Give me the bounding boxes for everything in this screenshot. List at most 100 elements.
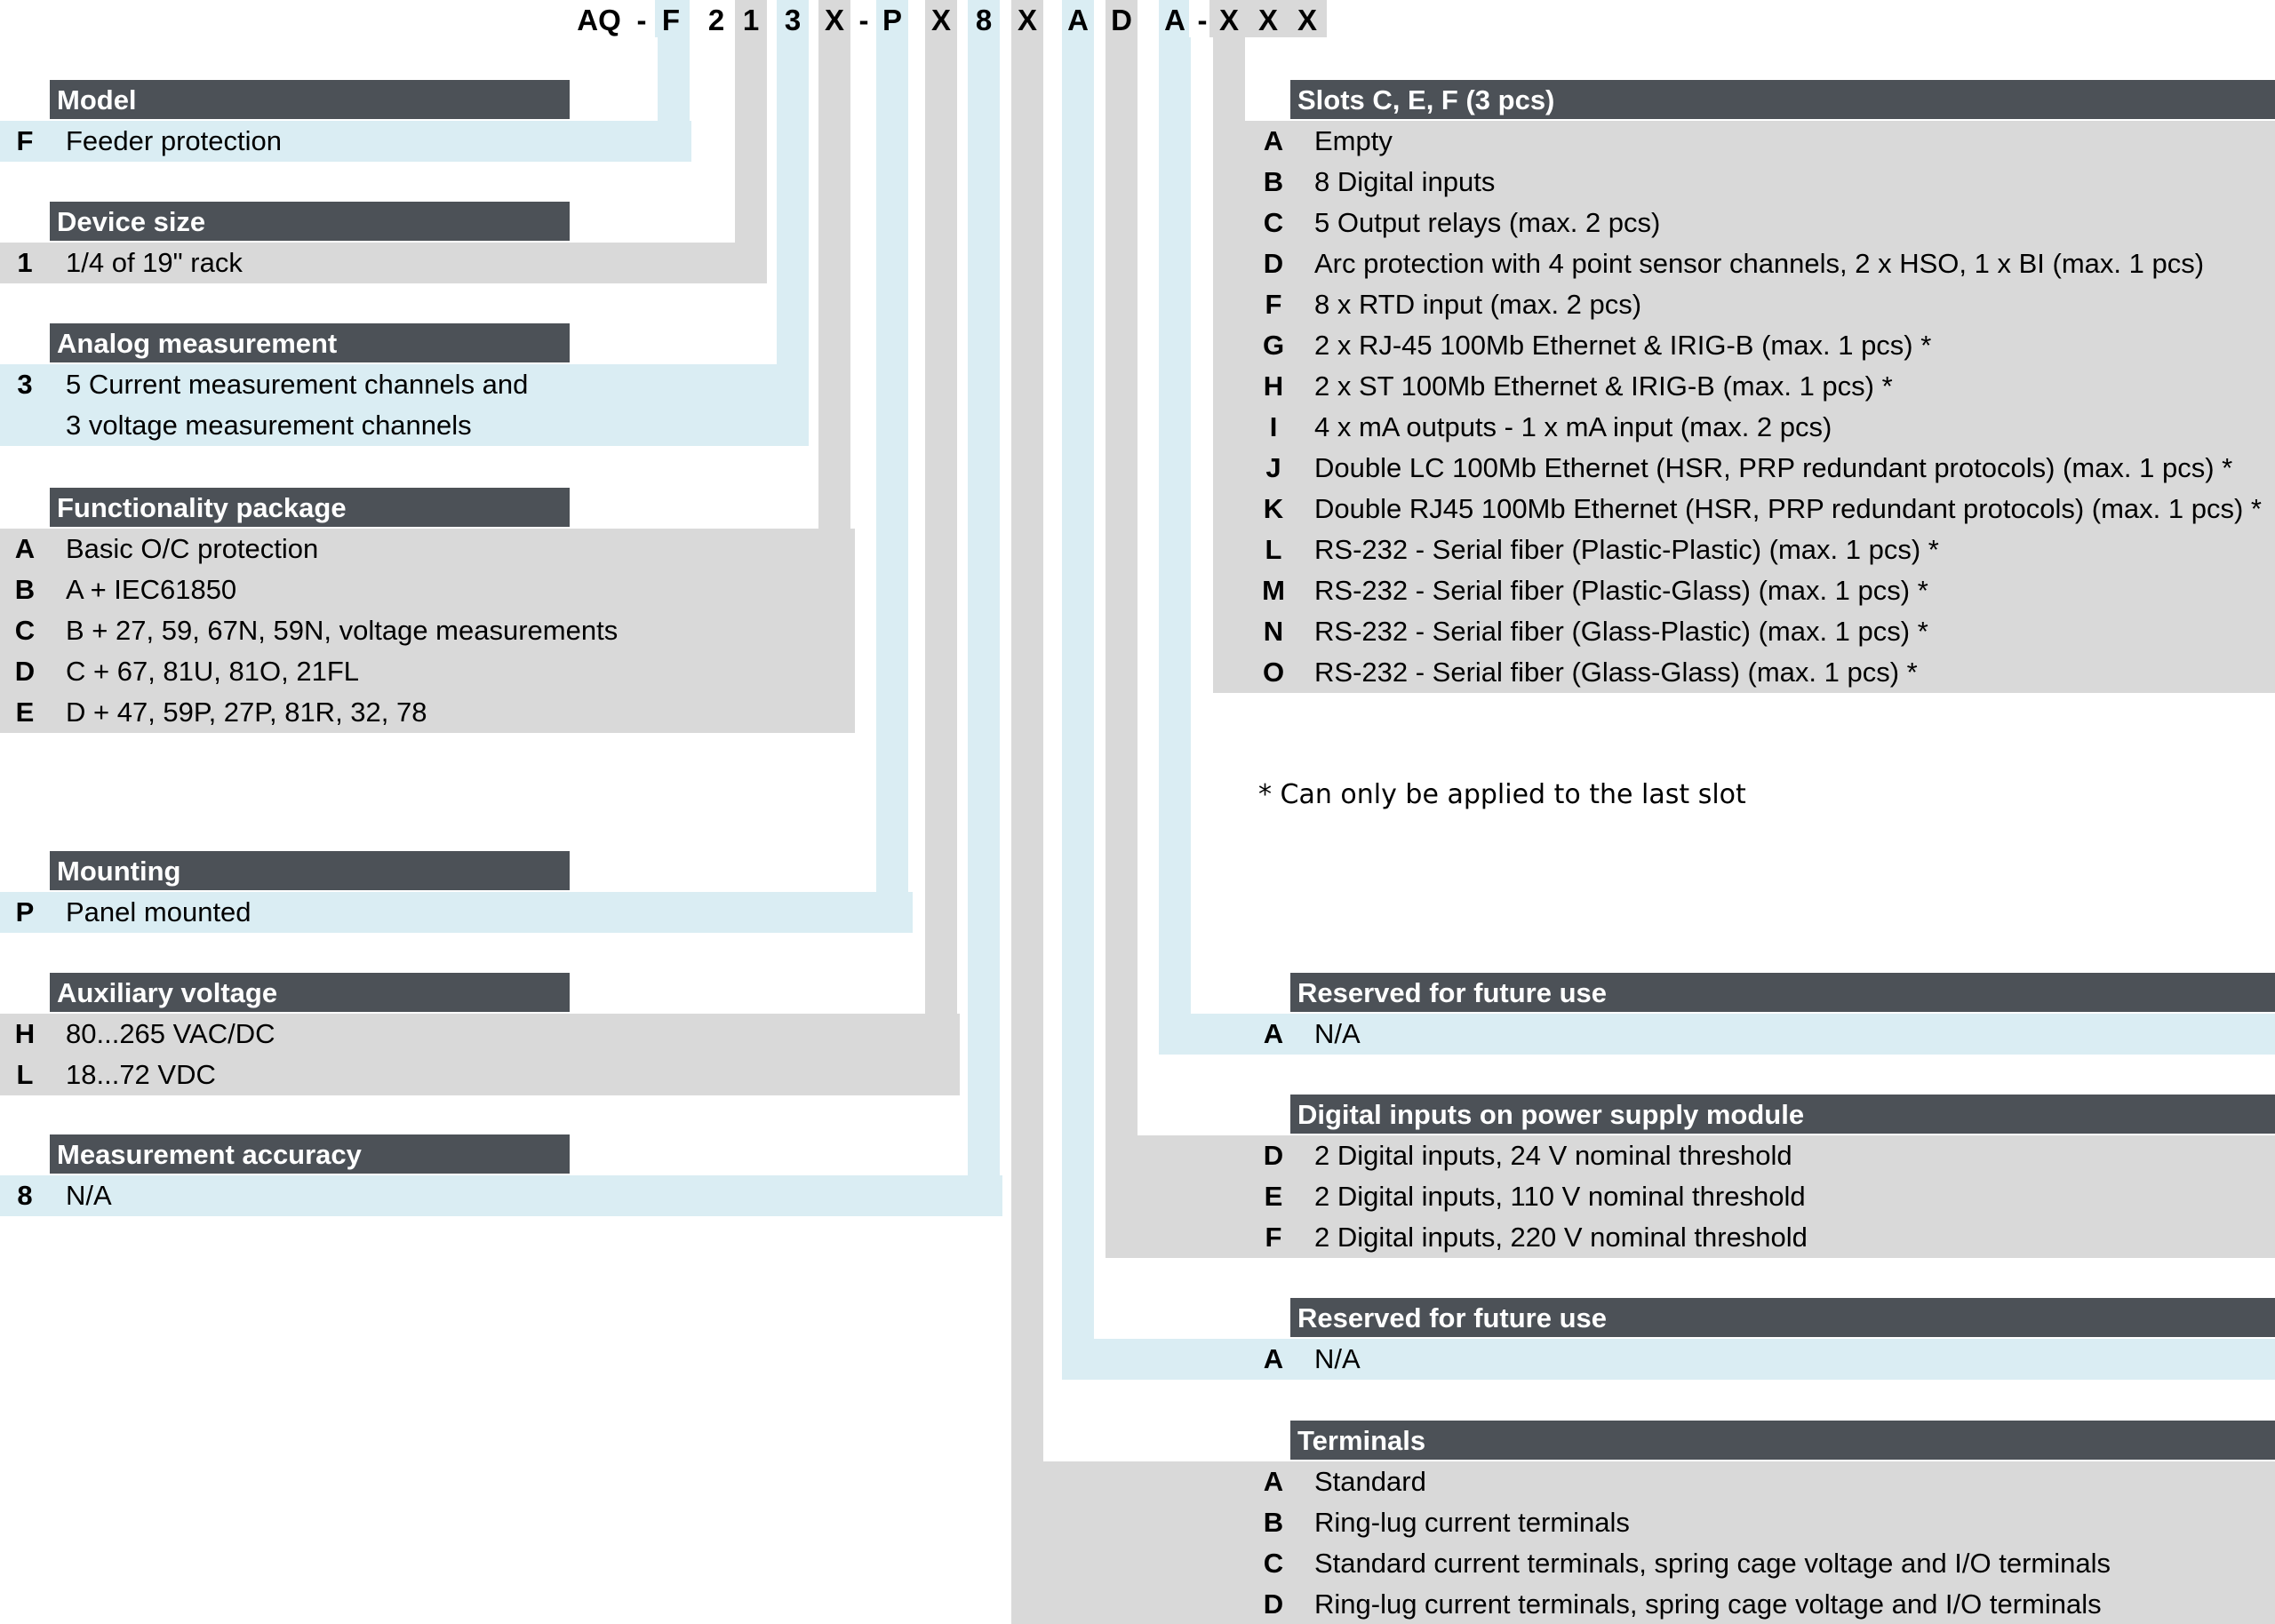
code-char: 1 bbox=[735, 0, 767, 37]
option-text: 18...72 VDC bbox=[66, 1059, 216, 1090]
option-text: 3 voltage measurement channels bbox=[66, 410, 472, 441]
section-header-reserved-1: Reserved for future use bbox=[1290, 973, 2275, 1012]
connector-mounting bbox=[876, 0, 908, 933]
option-code: D bbox=[14, 656, 36, 687]
code-char: D bbox=[1106, 0, 1138, 37]
option-code: N bbox=[1263, 616, 1284, 647]
code-char: 3 bbox=[777, 0, 809, 37]
section-header-analog-measurement: Analog measurement bbox=[50, 323, 570, 362]
code-char: X bbox=[925, 0, 957, 37]
option-code: C bbox=[1263, 1548, 1284, 1579]
rows-band-analog-measurement bbox=[0, 364, 809, 446]
code-char: 8 bbox=[968, 0, 1000, 37]
rows-band-terminals bbox=[1011, 1461, 2275, 1624]
option-code: A bbox=[1263, 1343, 1284, 1374]
rows-band-measurement-accuracy bbox=[0, 1175, 1002, 1216]
option-text: 5 Output relays (max. 2 pcs) bbox=[1314, 207, 1661, 238]
code-char: A bbox=[1159, 0, 1191, 37]
option-code: H bbox=[1263, 370, 1284, 402]
connector-device-size bbox=[735, 0, 767, 283]
option-code: E bbox=[1264, 1181, 1283, 1212]
option-text: 1/4 of 19" rack bbox=[66, 247, 243, 278]
option-code: B bbox=[1263, 1507, 1284, 1538]
connector-terminals bbox=[1011, 0, 1043, 1624]
option-code: O bbox=[1262, 657, 1285, 688]
option-code: G bbox=[1262, 330, 1285, 361]
option-code: C bbox=[14, 615, 36, 646]
rows-band-reserved-1 bbox=[1159, 1014, 2275, 1055]
section-header-functionality-package: Functionality package bbox=[50, 488, 570, 527]
rows-band-mounting bbox=[0, 892, 913, 933]
option-code: I bbox=[1269, 411, 1278, 442]
code-char: 2 bbox=[700, 0, 732, 37]
code-char: P bbox=[876, 0, 908, 37]
option-code: D bbox=[1263, 248, 1284, 279]
rows-band-auxiliary-voltage bbox=[0, 1014, 960, 1095]
connector-reserved-2 bbox=[1062, 0, 1094, 1380]
option-text: Double LC 100Mb Ethernet (HSR, PRP redun… bbox=[1314, 452, 2233, 483]
option-code: L bbox=[1265, 534, 1282, 565]
section-header-auxiliary-voltage: Auxiliary voltage bbox=[50, 973, 570, 1012]
option-code: H bbox=[14, 1018, 36, 1049]
connector-digital-inputs-psu bbox=[1106, 0, 1138, 1258]
option-code: 8 bbox=[17, 1180, 33, 1211]
option-code: A bbox=[14, 533, 36, 564]
option-text: Double RJ45 100Mb Ethernet (HSR, PRP red… bbox=[1314, 493, 2262, 524]
code-char: A bbox=[1062, 0, 1094, 37]
option-code: J bbox=[1265, 452, 1281, 483]
option-code: F bbox=[1265, 1222, 1282, 1253]
option-text: RS-232 - Serial fiber (Plastic-Glass) (m… bbox=[1314, 575, 1928, 606]
option-code: K bbox=[1263, 493, 1284, 524]
option-code: D bbox=[1263, 1588, 1284, 1620]
option-text: Ring-lug current terminals bbox=[1314, 1507, 1630, 1538]
option-code: A bbox=[1263, 1466, 1284, 1497]
option-text: RS-232 - Serial fiber (Glass-Glass) (max… bbox=[1314, 657, 1918, 688]
option-code: 1 bbox=[17, 247, 33, 278]
rows-band-functionality-package bbox=[0, 529, 855, 733]
connector-measurement-accuracy bbox=[968, 0, 1000, 1216]
option-code: F bbox=[16, 125, 34, 156]
option-code: P bbox=[15, 896, 35, 927]
code-char: X bbox=[818, 0, 850, 37]
option-text: Arc protection with 4 point sensor chann… bbox=[1314, 248, 2205, 279]
option-text: 8 x RTD input (max. 2 pcs) bbox=[1314, 289, 1642, 320]
option-text: Empty bbox=[1314, 125, 1393, 156]
code-char: AQ bbox=[568, 0, 630, 37]
section-header-reserved-2: Reserved for future use bbox=[1290, 1298, 2275, 1337]
option-text: 2 x ST 100Mb Ethernet & IRIG-B (max. 1 p… bbox=[1314, 370, 1893, 402]
option-text: Feeder protection bbox=[66, 125, 282, 156]
code-char: F bbox=[655, 0, 687, 37]
rows-band-slots bbox=[1213, 121, 2275, 693]
option-text: Standard bbox=[1314, 1466, 1426, 1497]
option-text: D + 47, 59P, 27P, 81R, 32, 78 bbox=[66, 697, 427, 728]
option-text: 2 Digital inputs, 220 V nominal threshol… bbox=[1314, 1222, 1808, 1253]
option-text: RS-232 - Serial fiber (Plastic-Plastic) … bbox=[1314, 534, 1939, 565]
option-code: B bbox=[1263, 166, 1284, 197]
option-text: 4 x mA outputs - 1 x mA input (max. 2 pc… bbox=[1314, 411, 1832, 442]
code-char: X bbox=[1288, 0, 1327, 37]
option-text: N/A bbox=[66, 1180, 112, 1211]
rows-band-digital-inputs-psu bbox=[1106, 1135, 2275, 1258]
option-code: F bbox=[1265, 289, 1282, 320]
option-text: Panel mounted bbox=[66, 896, 251, 927]
code-char: - bbox=[850, 0, 877, 37]
rows-band-model bbox=[0, 121, 691, 162]
connector-auxiliary-voltage bbox=[925, 0, 957, 1095]
option-text: 2 Digital inputs, 110 V nominal threshol… bbox=[1314, 1181, 1806, 1212]
option-code: A bbox=[1263, 1018, 1284, 1049]
option-text: C + 67, 81U, 81O, 21FL bbox=[66, 656, 359, 687]
footnote: * Can only be applied to the last slot bbox=[1258, 779, 1746, 810]
option-text: 5 Current measurement channels and bbox=[66, 369, 529, 400]
option-text: Ring-lug current terminals, spring cage … bbox=[1314, 1588, 2102, 1620]
option-text: RS-232 - Serial fiber (Glass-Plastic) (m… bbox=[1314, 616, 1928, 647]
option-code: E bbox=[15, 697, 35, 728]
section-header-device-size: Device size bbox=[50, 202, 570, 241]
option-text: N/A bbox=[1314, 1343, 1361, 1374]
option-text: B + 27, 59, 67N, 59N, voltage measuremen… bbox=[66, 615, 619, 646]
section-header-terminals: Terminals bbox=[1290, 1421, 2275, 1460]
connector-reserved-1 bbox=[1159, 0, 1191, 1055]
section-header-digital-inputs-psu: Digital inputs on power supply module bbox=[1290, 1095, 2275, 1134]
code-char: X bbox=[1249, 0, 1288, 37]
rows-band-device-size bbox=[0, 243, 766, 283]
